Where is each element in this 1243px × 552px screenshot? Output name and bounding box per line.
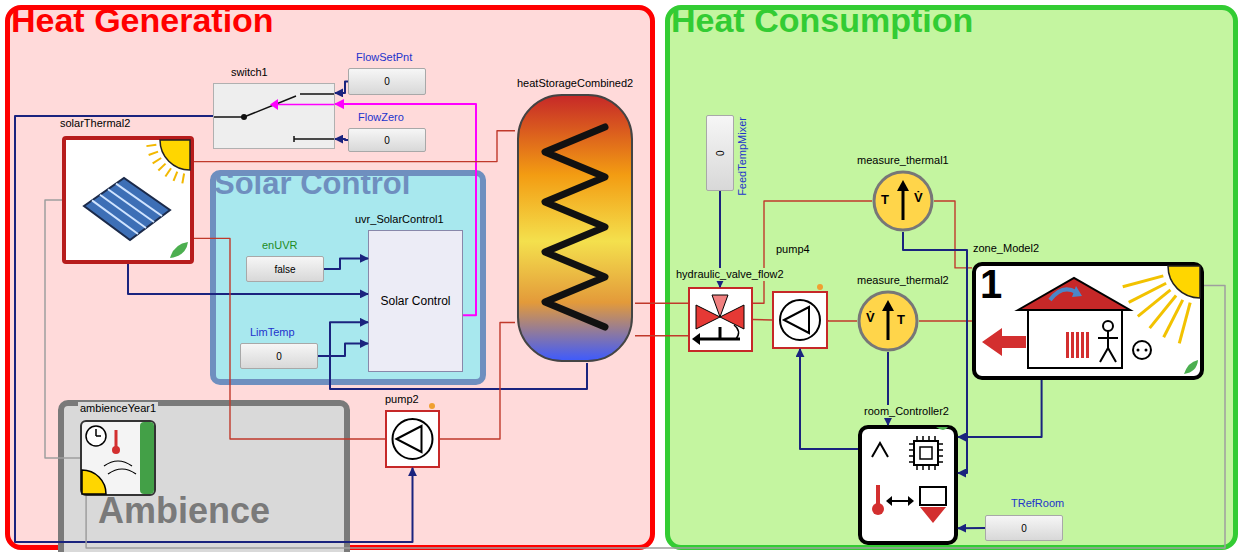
block-label: uvr_SolarControl1 [353,213,446,226]
constant-block: LimTemp0 [240,343,318,369]
pump-block: pump4 [772,291,828,349]
block-label: FeedTempMixer [736,115,749,198]
region-panel: Heat ConsumptionFeedTempMixer0hydraulic_… [665,5,1238,550]
block-value: 0 [986,516,1062,540]
weather-symbol [82,422,154,494]
block-value: 0 [349,129,425,151]
constant-block: TRefRoom0 [985,515,1063,541]
block-label: LimTemp [248,326,297,339]
pump-block: pump2 [385,410,440,468]
switch-block: switch1 [213,83,335,149]
constant-block: FlowZero0 [348,128,426,152]
block-label: pump4 [774,243,812,256]
block-label: solarThermal2 [58,117,132,130]
sensor-quantity: T [897,312,905,327]
pump-symbol [387,412,438,466]
constant-block: enUVRfalse [246,256,324,282]
block-label: hydraulic_valve_flow2 [674,268,786,281]
block-label: measure_thermal2 [855,274,951,287]
sensor-quantity: T [881,192,889,207]
block-label: enUVR [260,239,299,252]
solar-collector-symbol [66,140,190,260]
controller-symbol [862,429,954,541]
valve-symbol [690,289,751,350]
region-panel: Heat Generationswitch1FlowSetPnt0FlowZer… [5,5,655,550]
block-value: 0 [707,116,733,190]
sensor-quantity: V̇ [866,310,875,325]
region-panel: AmbienceambienceYear1 [58,400,350,552]
zone-number: 1 [980,262,1002,306]
weather-block: ambienceYear1 [80,420,156,496]
block-label: TRefRoom [1009,497,1066,510]
region-title: Ambience [98,490,270,531]
block-label: switch1 [229,66,270,79]
storage-tank: heatStorageCombined2 [515,93,635,363]
block-label: zone_Model2 [971,242,1041,255]
block-label: FlowSetPnt [354,51,414,64]
storage-tank-symbol [515,93,635,363]
block-label: FlowZero [356,111,406,124]
block-label: pump2 [383,393,421,406]
constant-block: FeedTempMixer0 [706,115,734,191]
block-value: 0 [241,344,317,368]
block-label: measure_thermal1 [855,154,951,167]
zone-symbol [976,266,1200,376]
sensor-quantity: V̇ [914,190,923,205]
zone-block: zone_Model21 [972,262,1204,380]
block-label: heatStorageCombined2 [515,77,635,90]
controller-block: uvr_SolarControl1Solar Control [368,230,463,372]
block-label: ambienceYear1 [78,402,158,415]
block-value: false [247,257,323,281]
block-value: 0 [349,69,425,94]
constant-block: FlowSetPnt0 [348,68,426,95]
solar-collector: solarThermal2 [62,136,194,264]
region-title: Heat Consumption [671,1,973,40]
region-panel: Solar Controluvr_SolarControl1Solar Cont… [210,170,486,385]
switch-symbol [214,84,334,148]
block-label: room_Controller2 [862,405,951,418]
room-controller: room_Controller2 [858,425,958,545]
valve-block: hydraulic_valve_flow2 [688,287,753,352]
region-title: Solar Control [214,166,410,202]
pump-symbol [774,293,826,347]
block-value: Solar Control [369,231,462,371]
region-title: Heat Generation [11,1,274,40]
